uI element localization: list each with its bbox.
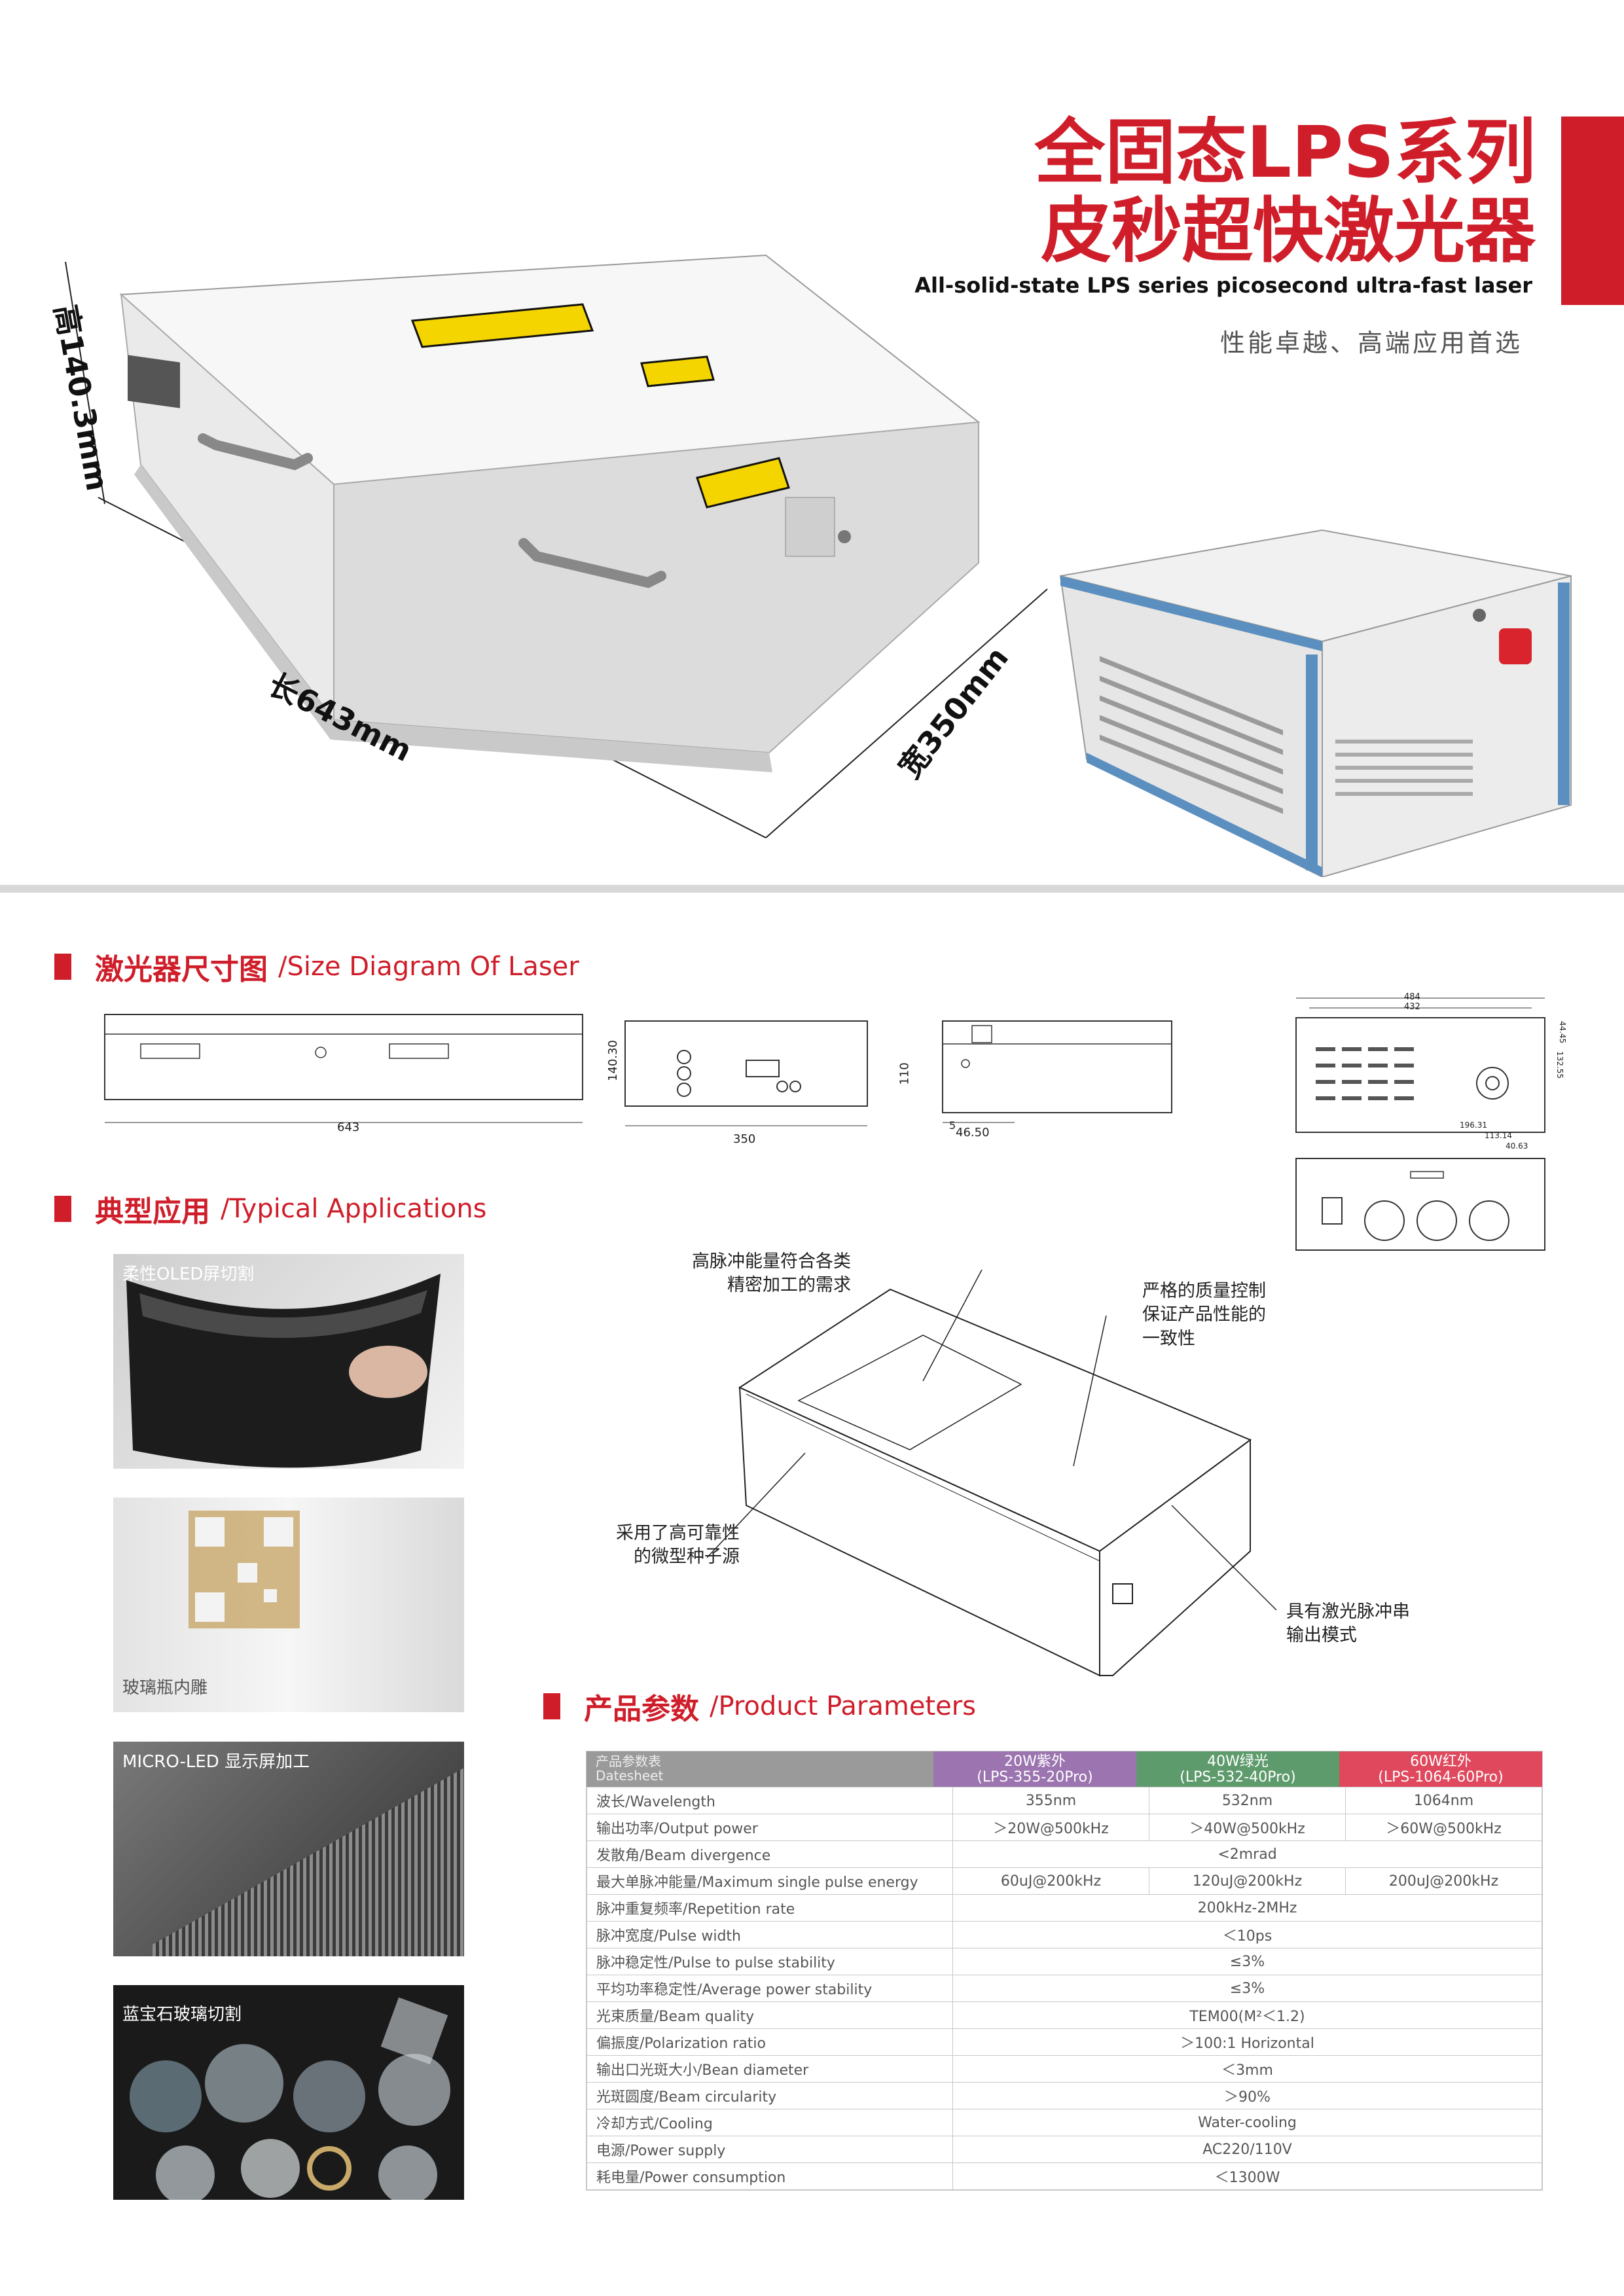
heading-marker xyxy=(54,1196,71,1222)
callout-seed-source: 采用了高可靠性 的微型种子源 xyxy=(616,1523,740,1568)
table-row: 输出口光斑大小/Bean diameter＜3mm xyxy=(586,2055,1542,2083)
rear-dim-a: 196.31 xyxy=(1460,1121,1487,1130)
table-row: 脉冲稳定性/Pulse to pulse stability≤3% xyxy=(586,1948,1542,1975)
size-diagram-title-zh: 激光器尺寸图 xyxy=(95,953,268,986)
drawing-rack-front xyxy=(1295,997,1545,1133)
laser-box-illustration xyxy=(65,254,1048,838)
table-row: 光斑圆度/Beam circularity＞90% xyxy=(586,2082,1542,2109)
title-line-1: 全固态LPS系列 xyxy=(1034,112,1536,194)
application-card-sapphire: 蓝宝石玻璃切割 xyxy=(113,1985,464,2200)
params-title-en: /Product Parameters xyxy=(710,1691,977,1721)
params-table-wrapper: 产品参数表 Datesheet 20W紫外 (LPS-355-20Pro) 40… xyxy=(586,1751,1543,2191)
applications-title-en: /Typical Applications xyxy=(221,1194,487,1224)
table-row: 平均功率稳定性/Average power stability≤3% xyxy=(586,1975,1542,2002)
heading-marker xyxy=(54,954,71,980)
callout-pulse-energy: 高脉冲能量符合各类 精密加工的需求 xyxy=(692,1251,851,1296)
section-divider xyxy=(0,885,1624,893)
column-ir-header: 60W红外 (LPS-1064-60Pro) xyxy=(1339,1751,1542,1787)
end-view-a: 46.50 xyxy=(956,1126,990,1139)
microled-panel-image xyxy=(153,1768,464,1956)
applications-title-zh: 典型应用 xyxy=(95,1195,210,1229)
params-table-header: 产品参数表 Datesheet 20W紫外 (LPS-355-20Pro) 40… xyxy=(586,1751,1542,1787)
qr-engraving-image xyxy=(189,1511,300,1628)
application-label: 蓝宝石玻璃切割 xyxy=(122,2005,242,2024)
side-view-height: 140.30 xyxy=(605,1040,620,1081)
laser-line-drawing xyxy=(707,1270,1277,1677)
callout-burst-mode: 具有激光脉冲串 输出模式 xyxy=(1286,1602,1410,1646)
subtitle-en: All-solid-state LPS series picosecond ul… xyxy=(914,273,1532,298)
application-card-microled: MICRO-LED 显示屏加工 xyxy=(113,1742,464,1956)
rear-dim-c: 40.63 xyxy=(1506,1141,1528,1151)
application-label: 柔性OLED屏切割 xyxy=(122,1265,255,1284)
rack-laser-illustration xyxy=(1059,529,1572,877)
callout-quality-control: 严格的质量控制 保证产品性能的 一致性 xyxy=(1142,1281,1266,1349)
column-green-header: 40W绿光 (LPS-532-40Pro) xyxy=(1136,1751,1339,1787)
table-row: 脉冲宽度/Pulse width＜10ps xyxy=(586,1921,1542,1948)
top-view-length: 643 xyxy=(337,1121,360,1134)
size-diagram-heading: 激光器尺寸图 /Size Diagram Of Laser xyxy=(54,946,579,988)
drawing-rack-rear xyxy=(1295,1158,1545,1251)
drawing-end-view xyxy=(942,1020,1172,1123)
end-view-b: 5 xyxy=(949,1119,956,1132)
params-header-label: 产品参数表 Datesheet xyxy=(586,1751,933,1787)
params-heading: 产品参数 /Product Parameters xyxy=(543,1685,976,1727)
application-card-glass: 玻璃瓶内雕 xyxy=(113,1498,464,1712)
table-row: 发散角/Beam divergence<2mrad xyxy=(586,1840,1542,1868)
drawing-side-view xyxy=(624,1020,868,1126)
rack-height-1: 44.45 xyxy=(1558,1020,1568,1044)
rack-height-2: 132.55 xyxy=(1555,1051,1564,1079)
red-accent-bar xyxy=(1561,117,1624,305)
application-label: 玻璃瓶内雕 xyxy=(122,1678,208,1698)
applications-heading: 典型应用 /Typical Applications xyxy=(54,1188,487,1230)
heading-marker xyxy=(543,1693,560,1719)
application-card-oled: 柔性OLED屏切割 xyxy=(113,1254,464,1469)
oled-screen-image xyxy=(126,1274,441,1468)
sapphire-lenses-image xyxy=(130,1997,450,2200)
table-row: 输出功率/Output power＞20W@500kHz＞40W@500kHz＞… xyxy=(586,1814,1542,1841)
title-line-2: 皮秒超快激光器 xyxy=(1040,190,1536,272)
size-diagram-title-en: /Size Diagram Of Laser xyxy=(278,952,579,982)
side-view-width: 350 xyxy=(733,1132,756,1146)
column-uv-header: 20W紫外 (LPS-355-20Pro) xyxy=(933,1751,1136,1787)
table-row: 偏振度/Polarization ratio＞100:1 Horizontal xyxy=(586,2028,1542,2056)
table-row: 耗电量/Power consumption＜1300W xyxy=(586,2162,1542,2190)
rack-width-1: 484 xyxy=(1404,992,1420,1002)
slogan: 性能卓越、高端应用首选 xyxy=(1219,329,1523,357)
application-label: MICRO-LED 显示屏加工 xyxy=(122,1752,310,1772)
params-title-zh: 产品参数 xyxy=(584,1693,699,1726)
rear-dim-b: 113.14 xyxy=(1485,1131,1512,1140)
end-view-height: 110 xyxy=(897,1062,912,1085)
drawing-top-view xyxy=(104,1014,583,1123)
rack-width-2: 432 xyxy=(1404,1002,1420,1012)
